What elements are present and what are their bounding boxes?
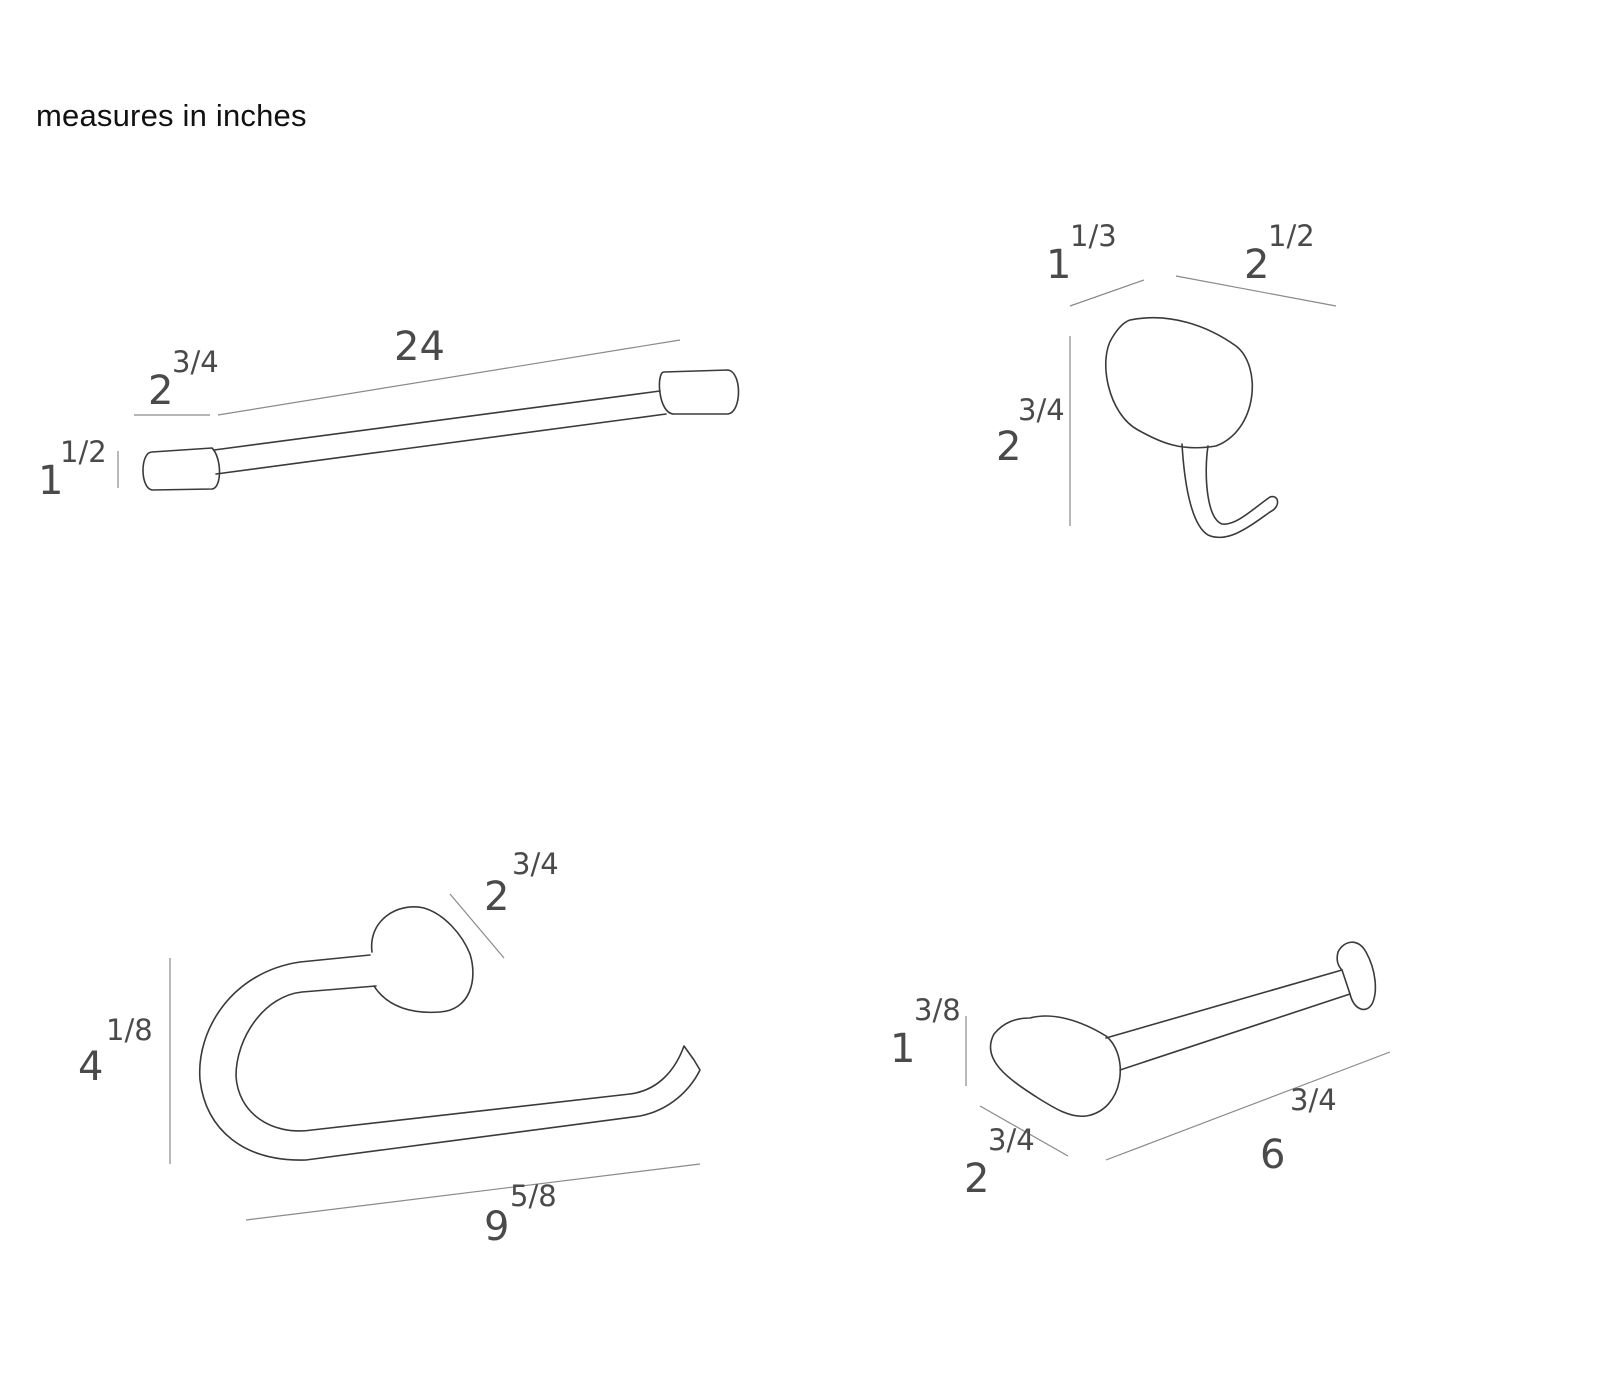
towel-ring-depth-line bbox=[449, 893, 505, 959]
robe-hook-depth-fraction: 1/2 bbox=[1268, 219, 1315, 253]
towel-bar-height-whole: 1 bbox=[38, 458, 63, 504]
robe-hook-depth-whole: 2 bbox=[1244, 242, 1269, 288]
paper-holder-rod bbox=[1105, 969, 1351, 1071]
towel-ring-height-fraction: 1/8 bbox=[106, 1013, 153, 1047]
robe-hook-drawing: 1 1/3 2 1/2 2 3/4 bbox=[996, 219, 1337, 539]
towel-ring-depth-fraction: 3/4 bbox=[512, 847, 559, 881]
robe-hook-arm bbox=[1181, 443, 1279, 539]
paper-holder-length-line bbox=[1105, 1051, 1391, 1161]
towel-bar-rod bbox=[213, 390, 667, 475]
paper-holder-depth-whole: 2 bbox=[964, 1156, 989, 1202]
paper-holder-drawing: 1 3/8 2 3/4 6 3/4 bbox=[890, 941, 1391, 1202]
paper-holder-height-whole: 1 bbox=[890, 1026, 915, 1072]
towel-bar-length-whole: 24 bbox=[394, 324, 445, 370]
towel-bar-depth-whole: 2 bbox=[148, 368, 173, 414]
paper-holder-height-fraction: 3/8 bbox=[914, 993, 961, 1027]
robe-hook-width-fraction: 1/3 bbox=[1070, 219, 1117, 253]
robe-hook-width-line bbox=[1069, 279, 1145, 307]
paper-holder-depth-line bbox=[979, 1105, 1069, 1157]
paper-holder-length-fraction: 3/4 bbox=[1290, 1083, 1337, 1117]
towel-bar-right-bracket bbox=[658, 369, 740, 415]
towel-bar-height-fraction: 1/2 bbox=[60, 435, 107, 469]
page-title: measures in inches bbox=[36, 98, 307, 133]
towel-bar-length-line bbox=[217, 339, 681, 416]
towel-ring-height-whole: 4 bbox=[78, 1044, 103, 1090]
paper-holder-length-whole: 6 bbox=[1260, 1132, 1285, 1178]
towel-bar-depth-fraction: 3/4 bbox=[172, 345, 219, 379]
towel-ring-arm bbox=[198, 954, 701, 1161]
paper-holder-cap bbox=[1336, 941, 1377, 1011]
robe-hook-width-whole: 1 bbox=[1046, 242, 1071, 288]
towel-ring-depth-whole: 2 bbox=[484, 874, 509, 920]
paper-holder-depth-fraction: 3/4 bbox=[988, 1123, 1035, 1157]
robe-hook-height-whole: 2 bbox=[996, 424, 1021, 470]
towel-ring-mount bbox=[370, 906, 474, 1014]
towel-ring-length-line bbox=[245, 1163, 701, 1221]
towel-bar-drawing: 1 1/2 2 3/4 24 bbox=[38, 324, 740, 504]
robe-hook-plate bbox=[1105, 316, 1254, 449]
paper-holder-mount bbox=[989, 1015, 1122, 1118]
towel-ring-drawing: 2 3/4 4 1/8 9 5/8 bbox=[78, 847, 701, 1250]
robe-hook-depth-line bbox=[1175, 275, 1337, 307]
towel-bar-left-bracket bbox=[142, 447, 221, 491]
towel-ring-length-whole: 9 bbox=[484, 1204, 509, 1250]
towel-ring-length-fraction: 5/8 bbox=[510, 1179, 557, 1213]
robe-hook-height-fraction: 3/4 bbox=[1018, 393, 1065, 427]
